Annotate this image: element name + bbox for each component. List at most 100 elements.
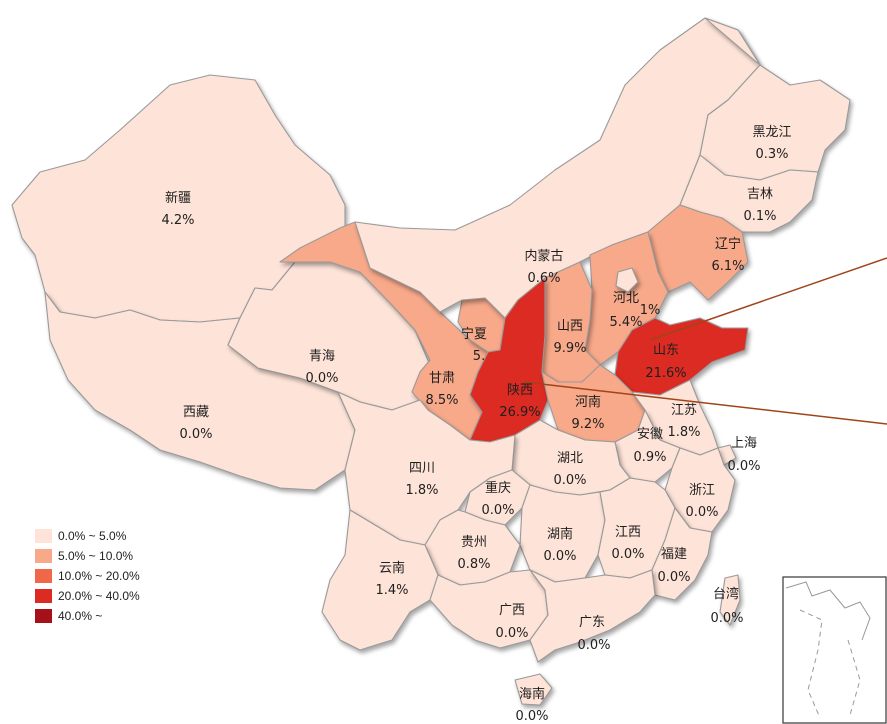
svg-text:40.0% ~: 40.0% ~	[58, 609, 102, 623]
south-china-sea-inset	[782, 576, 887, 724]
svg-text:1%: 1%	[640, 303, 661, 318]
svg-text:广东: 广东	[579, 615, 605, 630]
label-hebei: 河北5.4%	[609, 291, 642, 330]
svg-text:海南: 海南	[519, 686, 545, 702]
svg-text:内蒙古: 内蒙古	[524, 248, 563, 264]
svg-text:台湾: 台湾	[713, 586, 739, 602]
svg-text:浙江: 浙江	[689, 483, 715, 498]
label-fujian: 福建0.0%	[657, 547, 690, 585]
label-jiangxi: 江西 0.0%	[611, 525, 644, 562]
svg-text:26.9%: 26.9%	[499, 405, 540, 420]
svg-text:0.0%: 0.0%	[179, 427, 212, 442]
svg-text:广西: 广西	[499, 603, 525, 618]
svg-text:10.0% ~ 20.0%: 10.0% ~ 20.0%	[58, 569, 140, 583]
svg-text:重庆: 重庆	[485, 480, 511, 496]
svg-text:0.1%: 0.1%	[743, 209, 776, 224]
label-qinghai: 青海 0.0%	[305, 349, 338, 386]
label-xinjiang: 新疆4.2%	[161, 190, 194, 228]
region-guangdong[interactable]	[529, 569, 656, 663]
svg-text:4.2%: 4.2%	[161, 213, 194, 228]
legend: 0.0% ~ 5.0% 5.0% ~ 10.0% 10.0% ~ 20.0% 2…	[35, 529, 140, 623]
label-gansu: 甘肃 8.5%	[425, 371, 458, 408]
label-hubei: 湖北 0.0%	[553, 451, 586, 488]
label-neimenggu: 内蒙古 0.6%	[524, 248, 563, 286]
svg-text:0.0%: 0.0%	[611, 547, 644, 562]
label-jiangsu: 江苏 1.8%	[667, 402, 700, 440]
legend-item-4: 40.0% ~	[35, 609, 102, 623]
svg-text:6.1%: 6.1%	[711, 259, 744, 274]
label-hainan: 海南 0.0%	[515, 686, 548, 724]
leader-lines	[523, 257, 887, 425]
label-shaanxi: 陕西 26.9%	[499, 383, 540, 420]
svg-text:0.0%: 0.0%	[727, 459, 760, 474]
legend-item-3: 20.0% ~ 40.0%	[35, 589, 140, 603]
svg-text:福建: 福建	[661, 547, 687, 562]
label-taiwan: 台湾 0.0%	[710, 586, 743, 626]
legend-item-0: 0.0% ~ 5.0%	[35, 529, 127, 543]
svg-text:0.0%: 0.0%	[685, 505, 718, 520]
label-anhui: 安徽0.9%	[633, 427, 666, 465]
legend-item-2: 10.0% ~ 20.0%	[35, 569, 140, 583]
label-guizhou: 贵州 0.8%	[457, 535, 490, 572]
svg-text:湖北: 湖北	[557, 451, 583, 466]
svg-text:9.2%: 9.2%	[571, 417, 604, 432]
svg-text:山东: 山东	[653, 343, 679, 358]
legend-item-1: 5.0% ~ 10.0%	[35, 549, 133, 563]
region-beijing[interactable]	[615, 267, 639, 293]
svg-text:0.0% ~ 5.0%: 0.0% ~ 5.0%	[58, 529, 127, 543]
label-liaoning: 辽宁 6.1%	[711, 236, 744, 274]
svg-text:0.8%: 0.8%	[457, 557, 490, 572]
label-zhejiang: 浙江 0.0%	[685, 483, 718, 520]
svg-text:甘肃: 甘肃	[429, 371, 455, 386]
svg-text:21.6%: 21.6%	[645, 366, 686, 381]
label-hunan: 湖南 0.0%	[543, 526, 576, 564]
label-xizang: 西藏0.0%	[179, 405, 212, 442]
svg-text:0.0%: 0.0%	[553, 473, 586, 488]
region-hainan[interactable]	[514, 673, 553, 706]
label-guangdong: 广东 0.0%	[577, 615, 610, 653]
svg-text:5.0% ~ 10.0%: 5.0% ~ 10.0%	[58, 549, 133, 563]
label-ningxia: 宁夏5.	[461, 326, 487, 364]
region-taiwan[interactable]	[719, 574, 741, 626]
svg-text:安徽: 安徽	[637, 427, 663, 442]
svg-text:0.6%: 0.6%	[527, 271, 560, 286]
label-henan: 河南 9.2%	[571, 394, 604, 432]
svg-text:贵州: 贵州	[461, 535, 487, 550]
label-yunnan: 云南 1.4%	[375, 560, 408, 598]
svg-text:云南: 云南	[379, 560, 405, 576]
svg-text:1.8%: 1.8%	[405, 483, 438, 498]
svg-text:1.4%: 1.4%	[375, 583, 408, 598]
svg-text:江苏: 江苏	[671, 402, 697, 418]
svg-text:陕西: 陕西	[507, 383, 533, 398]
svg-text:河南: 河南	[575, 394, 601, 410]
region-guangxi[interactable]	[429, 569, 549, 649]
svg-text:辽宁: 辽宁	[715, 236, 741, 252]
label-shandong: 山东 21.6%	[645, 343, 686, 381]
svg-text:0.0%: 0.0%	[515, 709, 548, 724]
label-guangxi: 广西 0.0%	[495, 603, 528, 641]
svg-text:9.9%: 9.9%	[553, 341, 586, 356]
svg-text:20.0% ~ 40.0%: 20.0% ~ 40.0%	[58, 589, 140, 603]
svg-text:上海: 上海	[731, 436, 757, 451]
svg-text:0.0%: 0.0%	[543, 549, 576, 564]
svg-text:青海: 青海	[309, 349, 335, 364]
svg-text:吉林: 吉林	[747, 187, 773, 202]
svg-text:0.0%: 0.0%	[305, 371, 338, 386]
svg-text:0.0%: 0.0%	[577, 638, 610, 653]
svg-text:0.0%: 0.0%	[710, 611, 743, 626]
svg-text:黑龙江: 黑龙江	[752, 125, 791, 140]
label-sichuan: 四川1.8%	[405, 461, 438, 498]
svg-text:0.0%: 0.0%	[495, 626, 528, 641]
svg-text:5.: 5.	[473, 349, 485, 364]
svg-text:8.5%: 8.5%	[425, 393, 458, 408]
svg-text:江西: 江西	[615, 525, 641, 540]
svg-text:湖南: 湖南	[547, 526, 573, 542]
label-chongqing: 重庆0.0%	[481, 480, 514, 518]
region-yunnan[interactable]	[321, 509, 439, 651]
label-shanxi: 山西9.9%	[553, 319, 586, 356]
label-shanghai: 上海 0.0%	[727, 436, 760, 474]
svg-text:1.8%: 1.8%	[667, 425, 700, 440]
